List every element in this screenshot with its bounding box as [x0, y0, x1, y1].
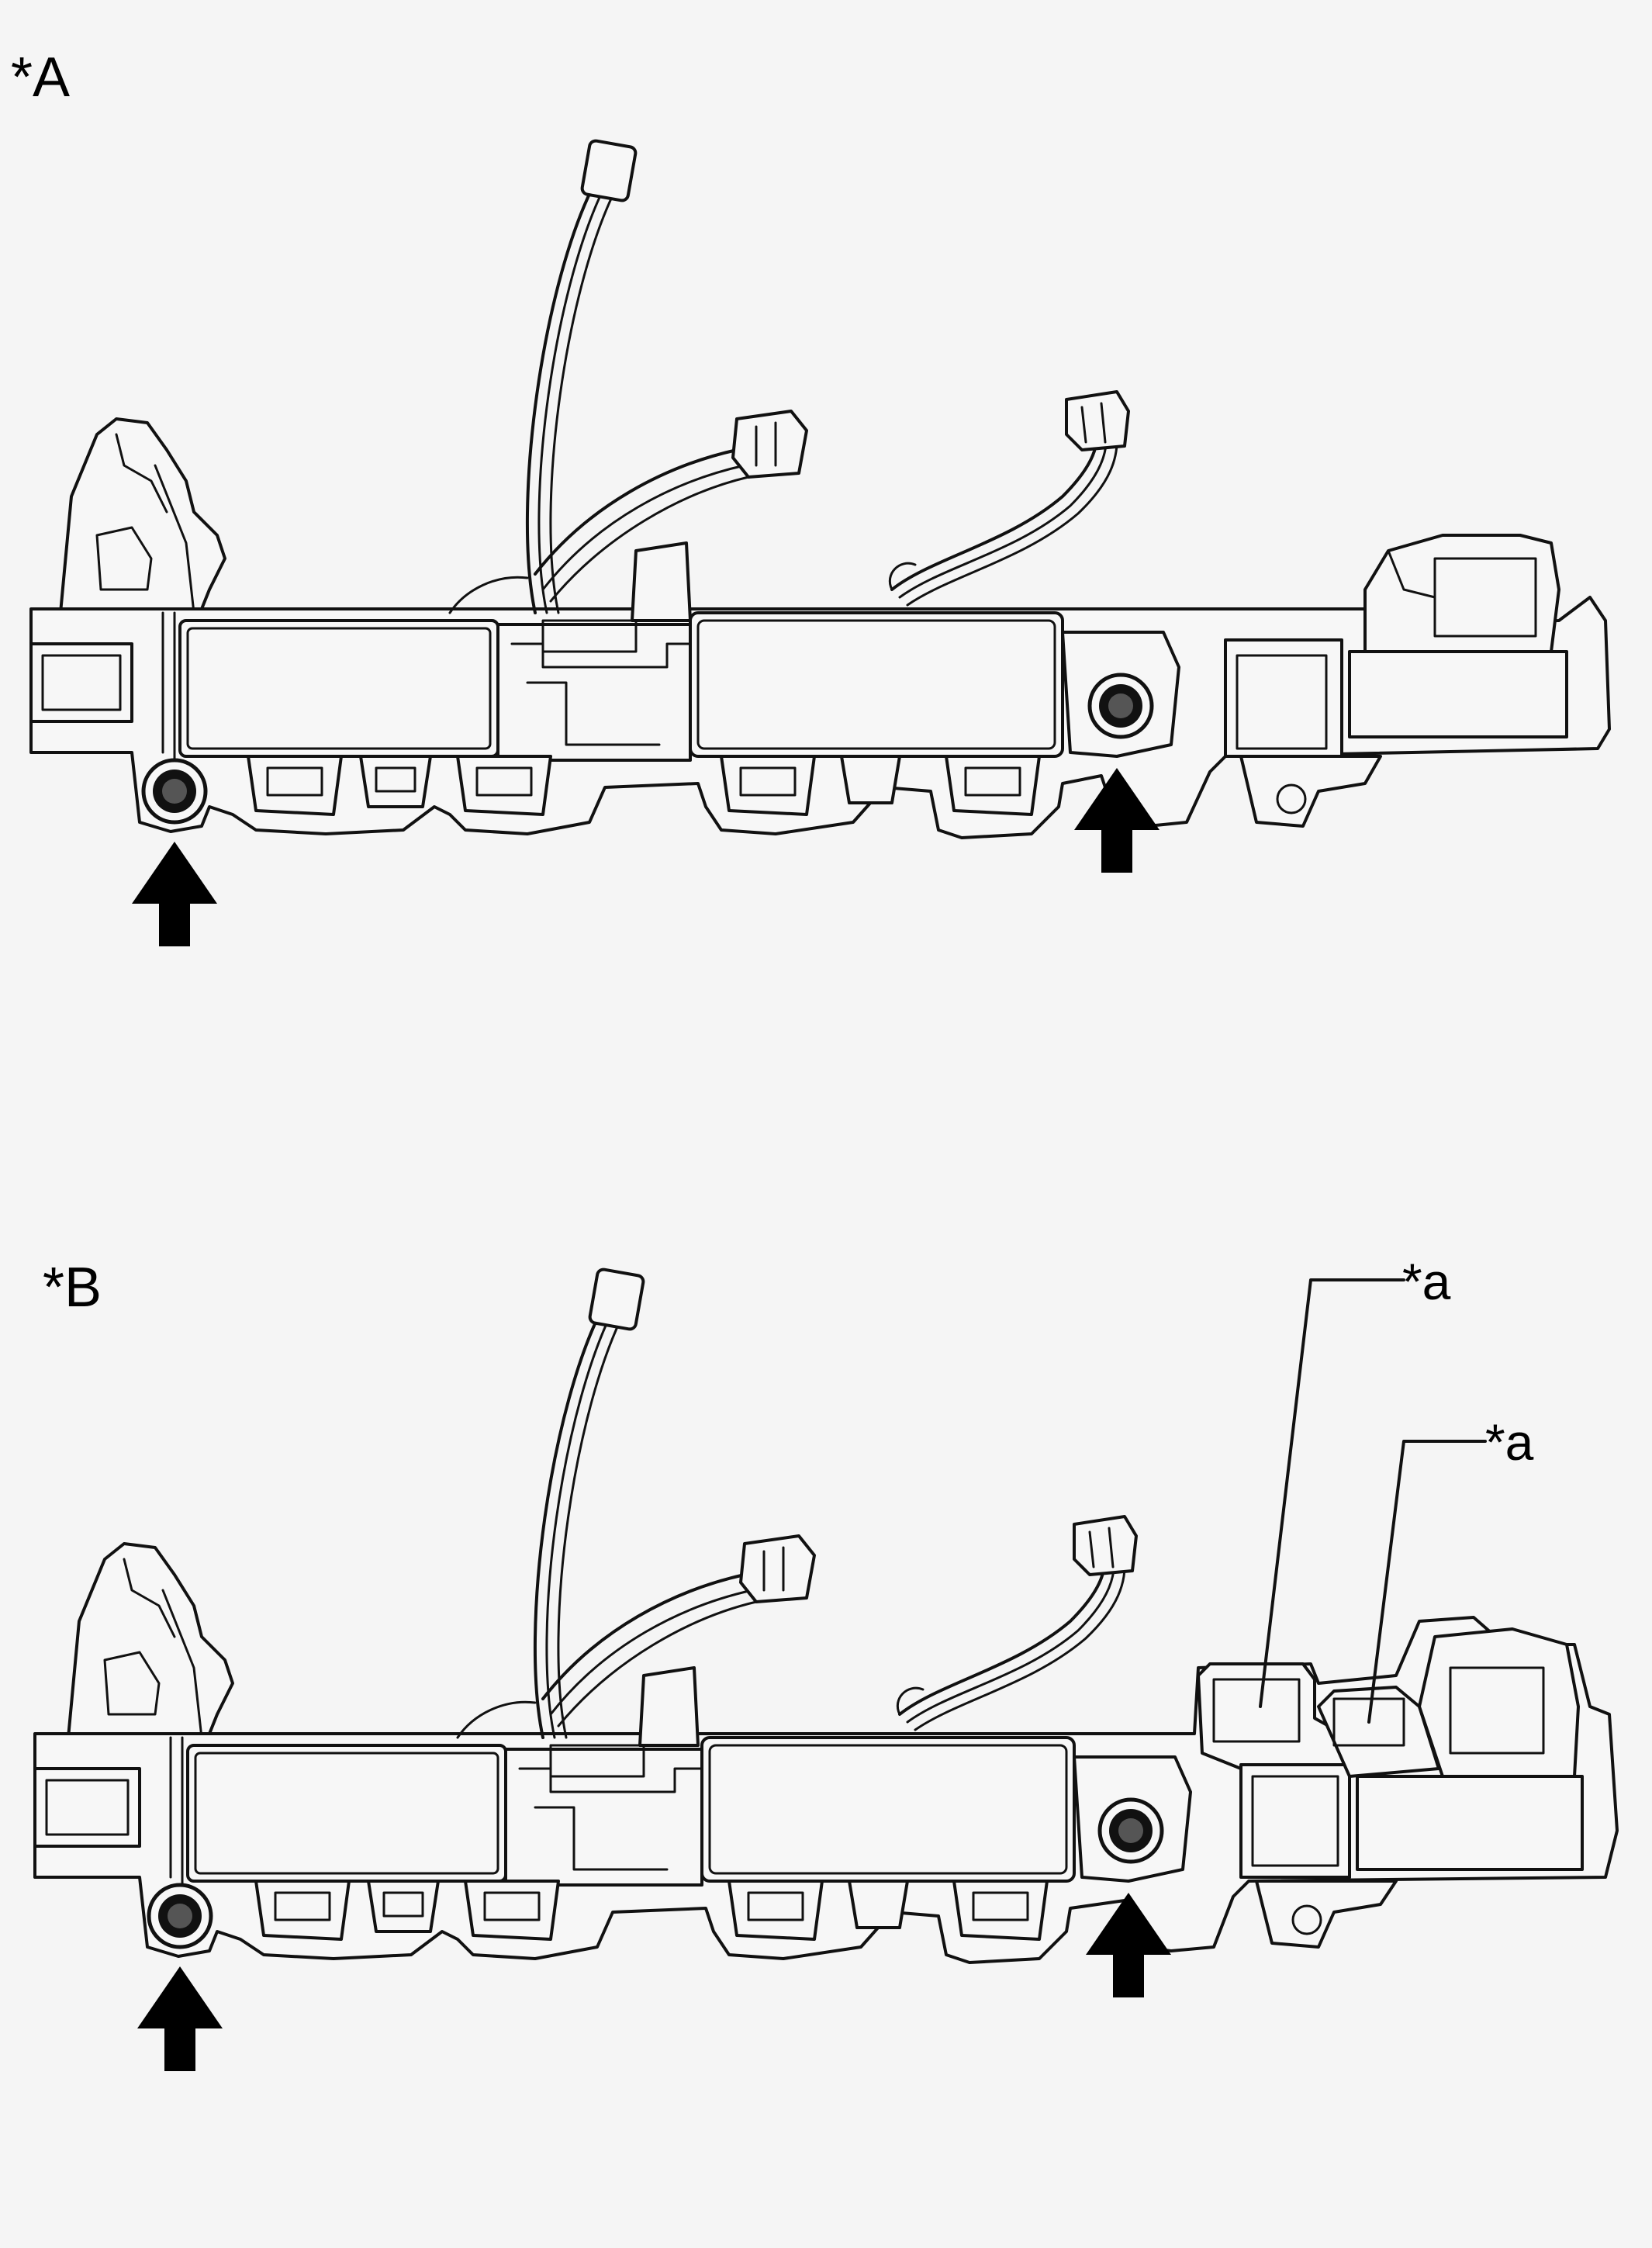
left-end-block: [33, 1767, 141, 1848]
underside-clips: [247, 755, 1041, 816]
arrow-marker-right-a: [1074, 768, 1160, 873]
module-1: [186, 1744, 507, 1883]
center-connector: [496, 623, 692, 762]
panel-a-label: *A: [11, 47, 70, 109]
module-2: [689, 611, 1064, 758]
arrow-marker-left-a: [132, 842, 217, 946]
center-connector: [504, 1748, 703, 1887]
connector-right: [1073, 1515, 1138, 1576]
left-bracket: [59, 417, 226, 614]
bolt-right-a: [1087, 673, 1154, 739]
connector-top: [580, 139, 638, 202]
callout-a-2: *a: [1367, 1413, 1534, 1724]
left-end-block: [29, 642, 133, 723]
bolt-left-b: [147, 1883, 213, 1949]
wire-bundle-2: [541, 1534, 816, 1728]
right-end-block: [1224, 638, 1343, 758]
right-end-block: [1239, 1763, 1351, 1879]
wire-bundle-3: [896, 1515, 1138, 1731]
bolt-left-a: [141, 758, 208, 825]
underside-clips: [254, 1880, 1049, 1941]
wire-bundle-2: [534, 410, 808, 603]
connector-right: [1065, 390, 1130, 451]
module-2: [700, 1736, 1076, 1883]
module-1: [178, 619, 499, 758]
bolt-right-b: [1097, 1797, 1164, 1864]
harness-assembly-a: [29, 139, 1611, 946]
wire-bundle-1: [525, 139, 638, 614]
harness-assembly-b: [33, 1268, 1619, 2071]
connector-mid: [739, 1534, 816, 1603]
arrow-marker-right-b: [1086, 1893, 1171, 1997]
wire-bundle-3: [888, 390, 1130, 607]
wire-bundle-1: [533, 1268, 645, 1739]
callout-a-label-2: *a: [1485, 1413, 1534, 1471]
callout-a-label-1: *a: [1402, 1253, 1451, 1310]
arrow-marker-left-b: [137, 1966, 223, 2071]
left-bracket: [67, 1542, 234, 1739]
panel-b: *B: [33, 1253, 1619, 2071]
connector-mid: [731, 410, 808, 479]
connector-top: [588, 1268, 645, 1331]
callout-a-1: *a: [1259, 1253, 1451, 1708]
panel-a: *A: [11, 47, 1611, 946]
panel-b-label: *B: [43, 1257, 102, 1319]
